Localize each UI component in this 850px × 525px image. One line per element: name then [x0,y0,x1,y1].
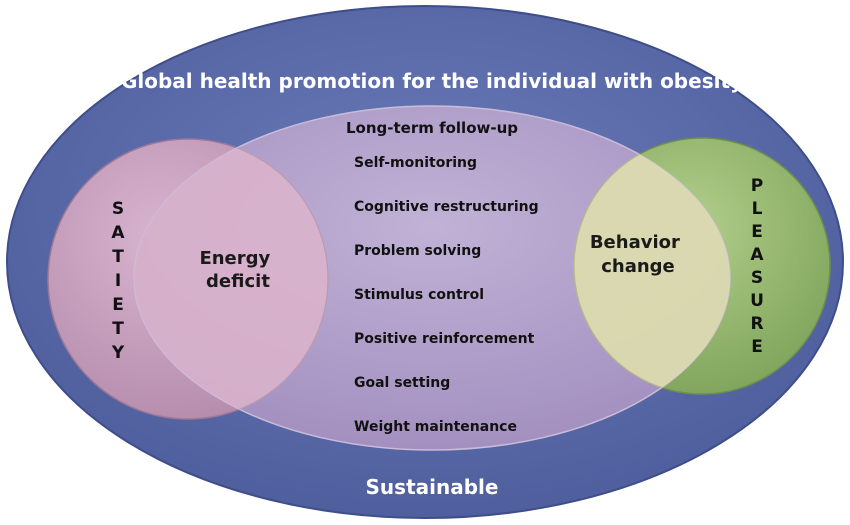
pleasure-letter: A [750,245,764,265]
satiety-label: S A T I E T Y [111,199,126,363]
satiety-letter: E [112,295,124,315]
satiety-letter: A [111,223,125,243]
footer-label: Sustainable [366,475,499,499]
follow-up-item: Stimulus control [354,287,484,303]
energy-deficit-label: Energy deficit [199,248,276,292]
behavior-change-line: Behavior [590,232,680,253]
pleasure-letter: U [750,291,764,311]
pleasure-letter: E [751,222,763,242]
pleasure-letter: L [752,199,763,219]
satiety-letter: T [112,319,124,339]
pleasure-letter: R [750,314,763,334]
follow-up-item: Cognitive restructuring [354,199,539,215]
pleasure-label: P L E A S U R E [750,176,764,357]
follow-up-item: Weight maintenance [354,419,517,435]
satiety-letter: I [115,271,121,291]
satiety-letter: T [112,247,124,267]
follow-up-item: Problem solving [354,243,481,259]
satiety-letter: S [112,199,124,219]
follow-up-item: Positive reinforcement [354,331,535,347]
follow-up-list: Self-monitoring Cognitive restructuring … [354,155,539,435]
follow-up-heading: Long-term follow-up [346,119,518,137]
follow-up-item: Self-monitoring [354,155,477,171]
behavior-change-label: Behavior change [590,232,686,277]
energy-deficit-line: Energy [199,248,270,269]
energy-deficit-line: deficit [206,271,270,292]
follow-up-item: Goal setting [354,375,450,391]
diagram-title: Global health promotion for the individu… [121,69,743,93]
pleasure-letter: E [751,337,763,357]
pleasure-letter: P [751,176,763,196]
pleasure-letter: S [751,268,763,288]
behavior-change-line: change [601,256,675,277]
satiety-letter: Y [111,343,125,363]
